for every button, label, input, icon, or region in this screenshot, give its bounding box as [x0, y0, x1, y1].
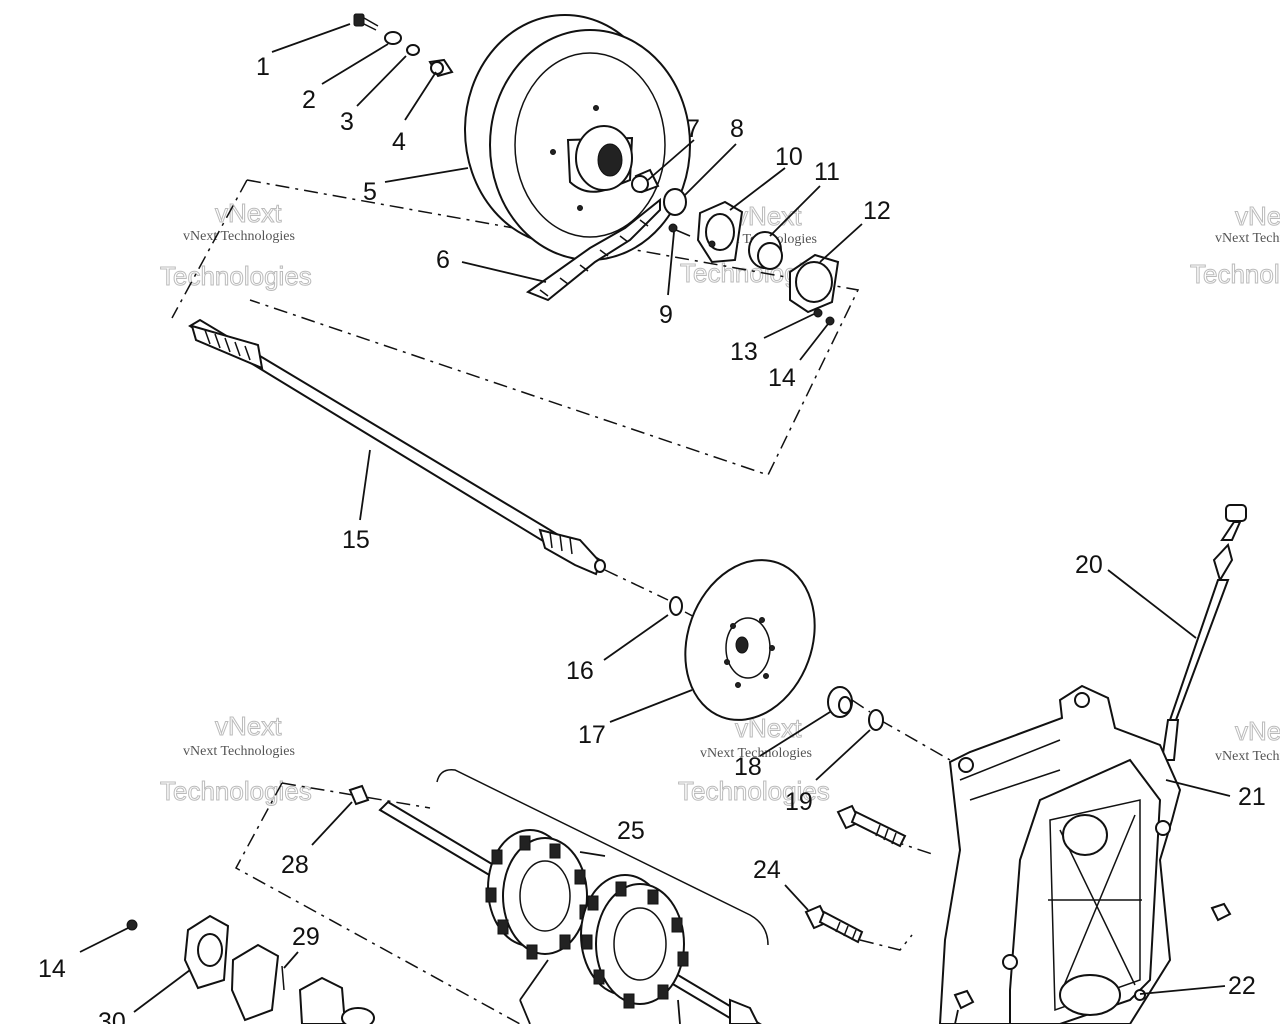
callout-7: 7 [686, 115, 700, 143]
callout-8: 8 [730, 115, 744, 143]
callout-9: 9 [659, 301, 673, 329]
callout-25: 25 [617, 817, 645, 845]
callout-14: 14 [768, 364, 796, 392]
bracket-part-25 [436, 769, 769, 946]
brake-disc-part-17 [684, 559, 816, 721]
bolt-part-28 [348, 784, 370, 806]
bolt-upper [836, 804, 907, 848]
washer-part-3 [406, 44, 420, 56]
callout-labels: 1 2 3 4 5 6 7 8 9 10 11 12 13 14 15 16 1… [38, 53, 1266, 1024]
spacer-part-4 [428, 58, 454, 78]
callout-15: 15 [342, 526, 370, 554]
chaincase-housing-part-22 [938, 684, 1182, 1024]
svg-text:Technologies: Technologies [160, 776, 312, 806]
bolt-part-1 [353, 13, 379, 31]
watermark-bottom-right: vNext vNext Technologies [1215, 716, 1280, 765]
watermark-bottom-middle: vNext vNext Technologies Technologies [678, 713, 831, 807]
callout-19: 19 [785, 788, 813, 816]
sprocket-right [580, 874, 689, 1009]
seal-part-18 [827, 686, 853, 718]
bearing-flange-part-10 [696, 200, 744, 264]
svg-text:vNext Technologies: vNext Technologies [183, 229, 295, 244]
callout-3: 3 [340, 108, 354, 136]
watermark-top-right: vNext vNext Technologies Technologies [1190, 201, 1280, 290]
track-segment-part-6 [525, 197, 661, 302]
callout-30: 30 [98, 1008, 126, 1024]
sprocket-left [485, 829, 591, 960]
nut-part-14-lower [126, 919, 138, 931]
callout-5: 5 [363, 178, 377, 206]
svg-text:vNext Technologies: vNext Technologies [1215, 749, 1280, 764]
assembly-boundary-lower [234, 782, 521, 1024]
svg-text:vNext Technologies: vNext Technologies [700, 746, 812, 761]
flange-part-30 [183, 914, 230, 990]
washer-part-13 [813, 308, 823, 318]
callout-11: 11 [814, 158, 840, 186]
o-ring-part-19 [868, 709, 884, 731]
callout-21: 21 [1238, 783, 1266, 811]
callout-10: 10 [775, 143, 803, 171]
bolt-part-24 [804, 904, 864, 944]
nut-part-right [1210, 902, 1232, 922]
callout-4: 4 [392, 128, 406, 156]
washer-part-2 [384, 31, 402, 45]
svg-text:vNext: vNext [1235, 201, 1280, 231]
svg-text:vNext: vNext [1235, 716, 1280, 746]
callout-13: 13 [730, 338, 758, 366]
drive-shaft-part-15 [188, 318, 606, 576]
washer-part-8 [663, 188, 687, 216]
callout-20: 20 [1075, 551, 1103, 579]
watermark-bottom-left: vNext vNext Technologies Technologies [160, 711, 313, 807]
svg-text:vNext: vNext [215, 198, 282, 228]
leader-lines [79, 23, 1231, 1024]
nut-part-14 [825, 316, 835, 326]
svg-text:Technologies: Technologies [160, 261, 312, 291]
svg-text:Technologies: Technologies [1190, 259, 1280, 289]
callout-29: 29 [292, 923, 320, 951]
callout-6: 6 [436, 246, 450, 274]
svg-text:vNext Technologies: vNext Technologies [1215, 231, 1280, 246]
callout-12: 12 [863, 197, 891, 225]
bearing-part-11 [748, 231, 783, 270]
svg-text:vNext: vNext [215, 711, 282, 741]
callout-16: 16 [566, 657, 594, 685]
callout-14-lower: 14 [38, 955, 66, 983]
pulley-part-5 [464, 14, 691, 261]
callout-18: 18 [734, 753, 762, 781]
svg-text:Technologies: Technologies [678, 776, 830, 806]
bearing-housing-lower [298, 976, 375, 1024]
callout-17: 17 [578, 721, 606, 749]
track-drive-shaft-part-25 [378, 800, 762, 1024]
dipstick-part-20 [1160, 504, 1247, 761]
gasket-part-29 [230, 943, 285, 1022]
nut-part-lower [953, 989, 975, 1010]
callout-22: 22 [1228, 972, 1256, 1000]
svg-text:vNext Technologies: vNext Technologies [183, 744, 295, 759]
callout-2: 2 [302, 86, 316, 114]
callout-1: 1 [256, 53, 270, 81]
snap-ring-part-16 [669, 596, 683, 616]
watermark-top-left: vNext vNext Technologies Technologies [160, 198, 313, 292]
bearing-flange-part-12 [789, 253, 840, 314]
bolt-axis-line [859, 839, 936, 951]
callout-24: 24 [753, 856, 781, 884]
callout-28: 28 [281, 851, 309, 879]
svg-text:vNext: vNext [735, 201, 802, 231]
bolt-part-9 [668, 223, 691, 237]
